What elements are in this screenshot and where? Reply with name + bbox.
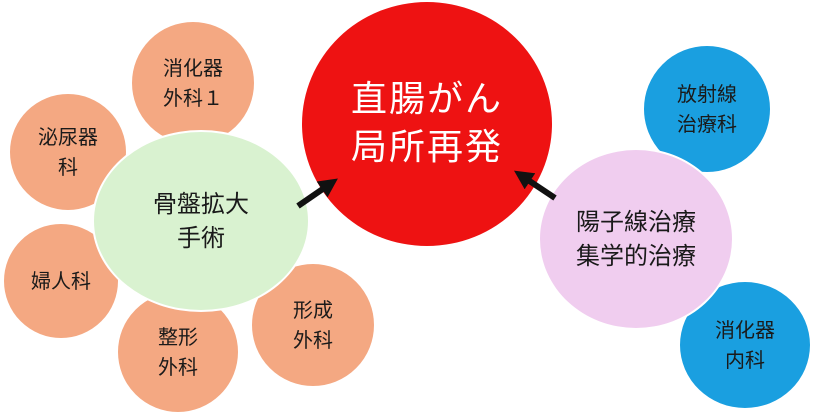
pelvic-surgery-line2: 手術 <box>177 224 225 252</box>
dept-plastic-surgery-line2: 外科 <box>293 328 333 352</box>
dept-gynecology-line1: 婦人科 <box>31 269 91 293</box>
proton-therapy-line1: 陽子線治療 <box>576 208 696 236</box>
arrow-therapy-to-center <box>514 170 557 201</box>
dept-gastro-surgery: 消化器 外科１ <box>130 20 256 146</box>
dept-gastro-medicine-line2: 内科 <box>725 348 765 372</box>
dept-gastro-surgery-line2: 外科１ <box>163 86 223 110</box>
proton-therapy-node: 陽子線治療 集学的治療 <box>538 148 734 330</box>
pelvic-surgery-line1: 骨盤拡大 <box>153 190 249 218</box>
proton-therapy-line2: 集学的治療 <box>576 242 696 270</box>
arrow-surgery-to-center <box>296 178 338 209</box>
dept-gastro-surgery-line1: 消化器 <box>163 56 223 80</box>
dept-radiation-oncology-line1: 放射線 <box>677 82 737 106</box>
center-line1: 直腸がん <box>350 79 503 120</box>
dept-urology-line1: 泌尿器 <box>38 125 98 149</box>
dept-urology-line2: 科 <box>58 155 78 179</box>
rectal-cancer-recurrence-node: 直腸がん 局所再発 <box>300 0 554 248</box>
dept-gastro-medicine-line1: 消化器 <box>715 318 775 342</box>
pelvic-surgery-node: 骨盤拡大 手術 <box>92 130 310 312</box>
dept-plastic-surgery-line1: 形成 <box>293 298 333 322</box>
dept-orthopedic-surgery-line2: 外科 <box>158 355 198 379</box>
dept-radiation-oncology-line2: 治療科 <box>677 112 737 136</box>
center-line2: 局所再発 <box>350 127 503 168</box>
dept-orthopedic-surgery-line1: 整形 <box>158 325 198 349</box>
